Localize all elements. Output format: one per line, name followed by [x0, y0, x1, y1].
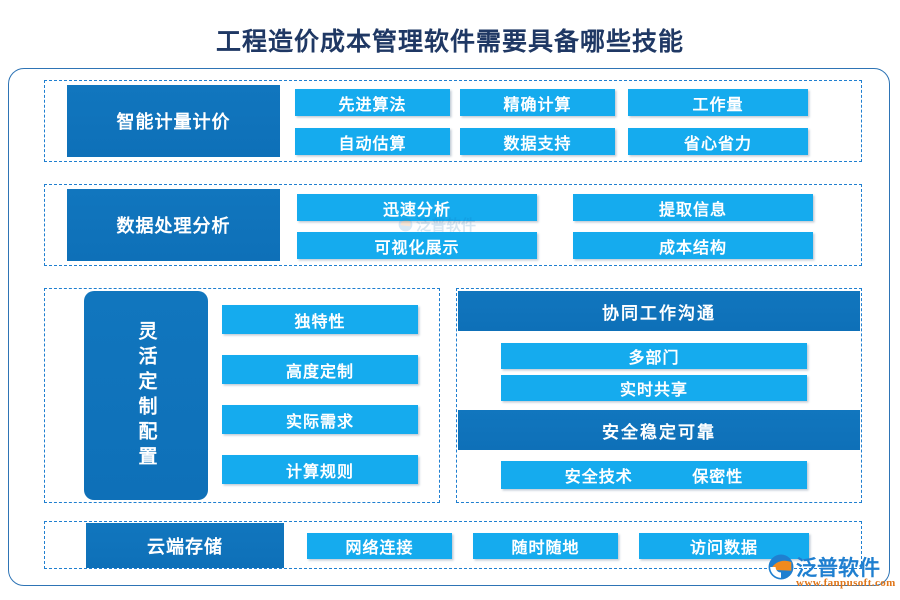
- page-title: 工程造价成本管理软件需要具备哪些技能: [215, 29, 684, 56]
- item-label: 保密性: [692, 469, 744, 486]
- item-pill[interactable]: 先进算法: [295, 89, 450, 116]
- section-data-analysis: [44, 184, 862, 266]
- category-label-data-analysis[interactable]: 数据处理分析: [67, 189, 280, 261]
- item-pill-security-pair[interactable]: 安全技术 保密性: [501, 461, 807, 489]
- section-intelligent-pricing: [44, 80, 862, 162]
- section-cloud-storage: [44, 521, 862, 569]
- category-label-flexible-config[interactable]: 灵活定制配置: [84, 291, 208, 500]
- item-pill[interactable]: 实际需求: [222, 405, 418, 434]
- item-pill[interactable]: 迅速分析: [297, 194, 537, 221]
- brand-mark-icon: [768, 554, 794, 580]
- sub-header-security[interactable]: 安全稳定可靠: [458, 410, 860, 450]
- item-pill[interactable]: 省心省力: [628, 128, 808, 155]
- category-label-text: 灵活定制配置: [135, 320, 157, 471]
- section-collaboration-security: [456, 288, 862, 503]
- brand-url: www.fanpusoft.com: [796, 577, 896, 589]
- item-pill[interactable]: 工作量: [628, 89, 808, 116]
- sub-header-collaboration[interactable]: 协同工作沟通: [458, 291, 860, 331]
- section-flexible-config: [44, 288, 440, 503]
- item-pill[interactable]: 计算规则: [222, 455, 418, 484]
- category-label-cloud-storage[interactable]: 云端存储: [86, 523, 284, 568]
- category-label-intelligent-pricing[interactable]: 智能计量计价: [67, 85, 280, 157]
- item-pill[interactable]: 多部门: [501, 343, 807, 369]
- item-pill[interactable]: 自动估算: [295, 128, 450, 155]
- brand-name: 泛普软件: [796, 556, 880, 580]
- item-pill[interactable]: 精确计算: [460, 89, 615, 116]
- item-pill[interactable]: 提取信息: [573, 194, 813, 221]
- item-pill[interactable]: 网络连接: [307, 533, 452, 559]
- item-pill[interactable]: 成本结构: [573, 232, 813, 259]
- item-label: 安全技术: [564, 469, 633, 486]
- item-pill[interactable]: 实时共享: [501, 375, 807, 401]
- item-pill[interactable]: 数据支持: [460, 128, 615, 155]
- item-pill[interactable]: 可视化展示: [297, 232, 537, 259]
- item-pill[interactable]: 独特性: [222, 305, 418, 334]
- item-pill[interactable]: 随时随地: [473, 533, 618, 559]
- brand-logo: 泛普软件 www.fanpusoft.com: [768, 552, 896, 594]
- item-pill[interactable]: 高度定制: [222, 355, 418, 384]
